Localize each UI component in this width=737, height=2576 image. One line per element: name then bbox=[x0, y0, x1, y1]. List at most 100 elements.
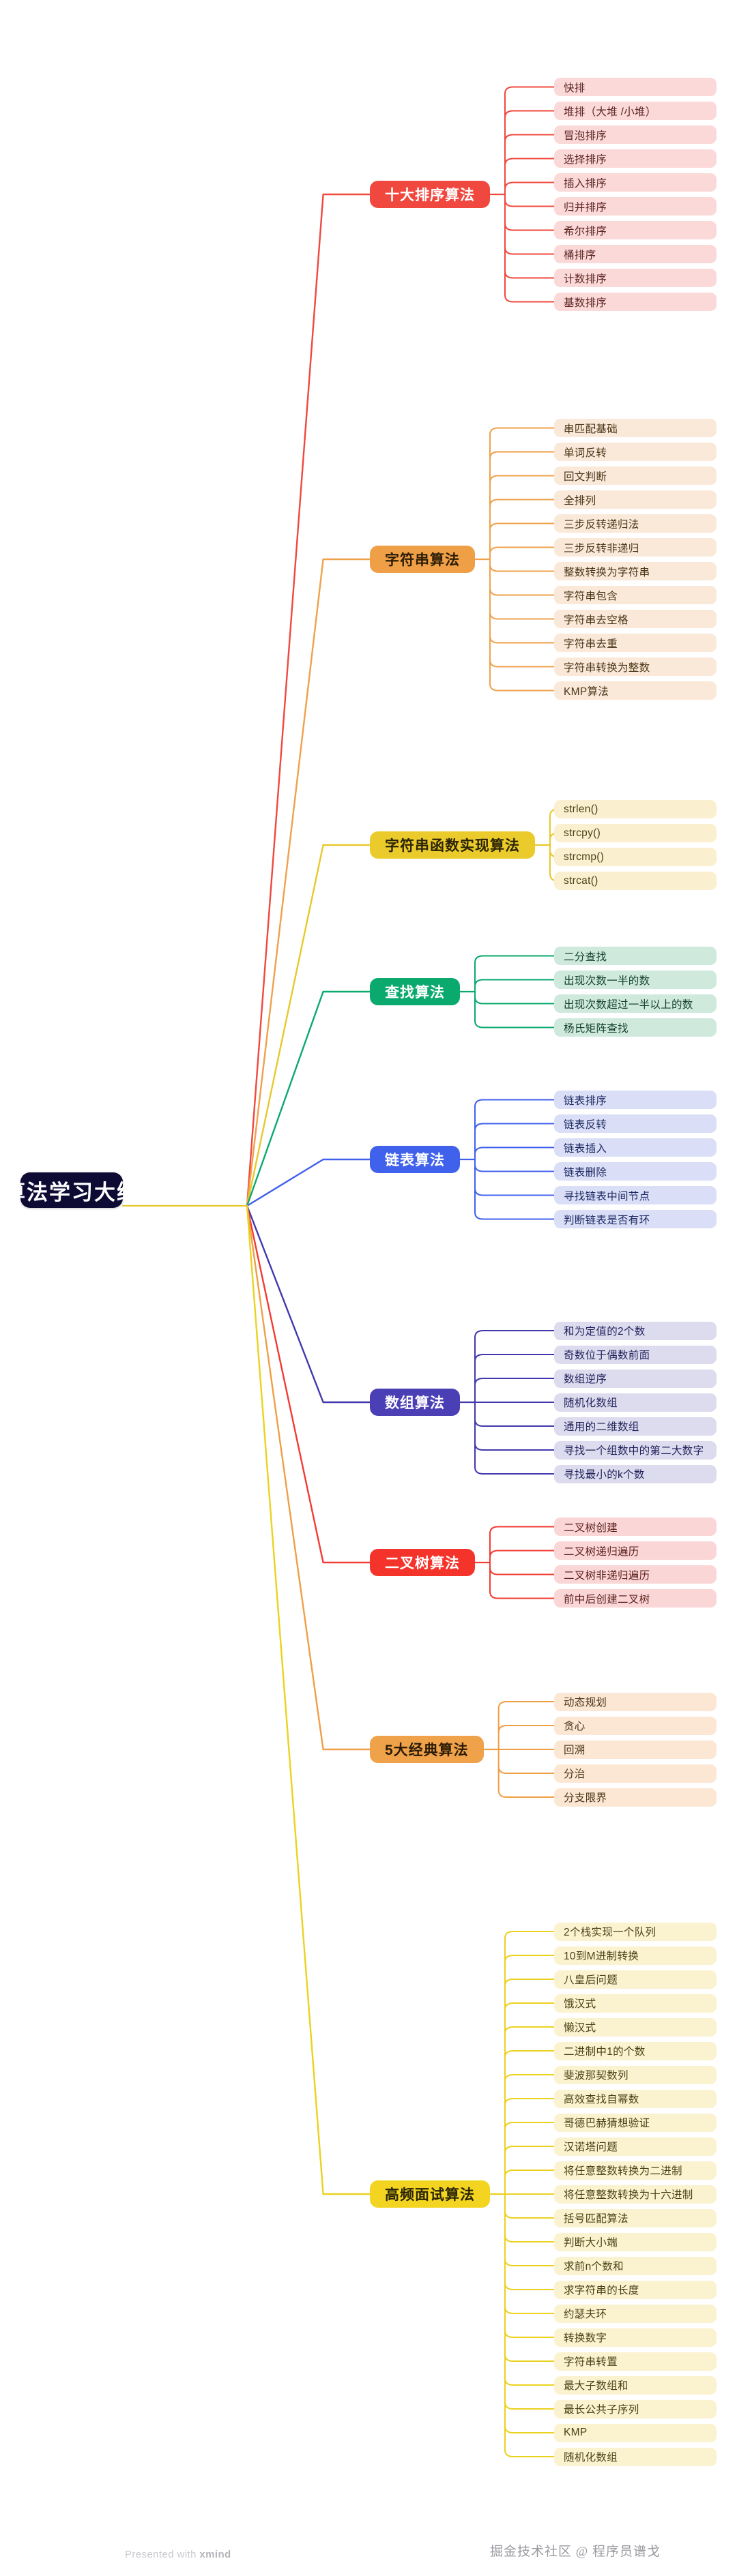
leaf-node[interactable]: 判断大小端 bbox=[554, 2232, 717, 2251]
leaf-node[interactable]: 字符串去空格 bbox=[554, 610, 717, 628]
branch-node-3[interactable]: 字符串函数实现算法 bbox=[370, 831, 535, 859]
leaf-node[interactable]: 通用的二维数组 bbox=[554, 1417, 717, 1436]
leaf-node[interactable]: 单词反转 bbox=[554, 443, 717, 461]
leaf-node[interactable]: strlen() bbox=[554, 800, 717, 818]
leaf-node[interactable]: 字符串去重 bbox=[554, 634, 717, 652]
branch-node-7[interactable]: 二叉树算法 bbox=[370, 1549, 475, 1576]
leaf-node[interactable]: 奇数位于偶数前面 bbox=[554, 1345, 717, 1364]
leaf-node[interactable]: 2个栈实现一个队列 bbox=[554, 1922, 717, 1941]
root-node[interactable]: 算法学习大纲 bbox=[4, 1172, 138, 1208]
leaf-node[interactable]: 饿汉式 bbox=[554, 1994, 717, 2013]
leaf-label: 和为定值的2个数 bbox=[564, 1326, 646, 1337]
leaf-node[interactable]: 整数转换为字符串 bbox=[554, 562, 717, 580]
leaf-node[interactable]: 将任意整数转换为十六进制 bbox=[554, 2185, 717, 2204]
leaf-node[interactable]: 最长公共子序列 bbox=[554, 2399, 717, 2418]
leaf-label: 堆排（大堆 /小堆） bbox=[564, 106, 656, 118]
leaf-node[interactable]: 链表反转 bbox=[554, 1114, 717, 1133]
leaf-label: 整数转换为字符串 bbox=[564, 566, 650, 578]
leaf-node[interactable]: 前中后创建二叉树 bbox=[554, 1589, 717, 1608]
leaf-node[interactable]: 出现次数一半的数 bbox=[554, 971, 717, 989]
leaf-node[interactable]: 寻找最小的k个数 bbox=[554, 1464, 717, 1483]
leaf-node[interactable]: 希尔排序 bbox=[554, 221, 717, 239]
leaf-node[interactable]: 括号匹配算法 bbox=[554, 2208, 717, 2227]
leaf-node[interactable]: strcmp() bbox=[554, 848, 717, 866]
leaf-node[interactable]: 字符串转置 bbox=[554, 2352, 717, 2371]
leaf-label: 字符串包含 bbox=[564, 590, 618, 602]
leaf-node[interactable]: 二叉树非递归遍历 bbox=[554, 1565, 717, 1584]
leaf-node[interactable]: 转换数字 bbox=[554, 2328, 717, 2347]
leaf-node[interactable]: 串匹配基础 bbox=[554, 419, 717, 437]
leaf-node[interactable]: 选择排序 bbox=[554, 149, 717, 168]
leaf-node[interactable]: 将任意整数转换为二进制 bbox=[554, 2161, 717, 2180]
leaf-node[interactable]: 二叉树创建 bbox=[554, 1518, 717, 1536]
leaf-node[interactable]: 求前n个数和 bbox=[554, 2256, 717, 2275]
leaf-node[interactable]: 约瑟夫环 bbox=[554, 2304, 717, 2323]
leaf-label: 二叉树递归遍历 bbox=[564, 1545, 639, 1558]
leaf-node[interactable]: 链表插入 bbox=[554, 1138, 717, 1157]
branch-node-2[interactable]: 字符串算法 bbox=[370, 546, 475, 573]
leaf-node[interactable]: 二分查找 bbox=[554, 947, 717, 965]
leaf-node[interactable]: 归并排序 bbox=[554, 197, 717, 216]
leaf-node[interactable]: 链表删除 bbox=[554, 1162, 717, 1181]
leaf-node[interactable]: 基数排序 bbox=[554, 293, 717, 311]
leaf-node[interactable]: strcpy() bbox=[554, 824, 717, 842]
leaf-node[interactable]: 杨氏矩阵查找 bbox=[554, 1018, 717, 1037]
leaf-node[interactable]: 分支限界 bbox=[554, 1788, 717, 1807]
leaf-node[interactable]: 计数排序 bbox=[554, 269, 717, 287]
leaf-node[interactable]: 分治 bbox=[554, 1764, 717, 1783]
leaf-node[interactable]: 链表排序 bbox=[554, 1091, 717, 1109]
leaf-node[interactable]: 全排列 bbox=[554, 490, 717, 509]
leaf-node[interactable]: 回溯 bbox=[554, 1740, 717, 1759]
leaf-label: 哥德巴赫猜想验证 bbox=[564, 2118, 650, 2129]
leaf-node[interactable]: 贪心 bbox=[554, 1716, 717, 1735]
branch-node-1[interactable]: 十大排序算法 bbox=[370, 181, 490, 208]
leaf-node[interactable]: 八皇后问题 bbox=[554, 1970, 717, 1989]
leaf-label: 数组逆序 bbox=[564, 1374, 607, 1385]
leaf-node[interactable]: 高效查找自幂数 bbox=[554, 2089, 717, 2108]
leaf-node[interactable]: 寻找一个组数中的第二大数字 bbox=[554, 1440, 717, 1460]
leaf-node[interactable]: 堆排（大堆 /小堆） bbox=[554, 102, 717, 120]
leaf-node[interactable]: 10到M进制转换 bbox=[554, 1946, 717, 1965]
leaf-label: 10到M进制转换 bbox=[564, 1951, 639, 1962]
leaf-node[interactable]: 二叉树递归遍历 bbox=[554, 1541, 717, 1560]
leaf-label: 通用的二维数组 bbox=[564, 1421, 639, 1433]
leaf-node[interactable]: 字符串转换为整数 bbox=[554, 657, 717, 676]
leaf-node[interactable]: KMP算法 bbox=[554, 681, 717, 700]
leaf-node[interactable]: 桶排序 bbox=[554, 245, 717, 263]
leaf-node[interactable]: 出现次数超过一半以上的数 bbox=[554, 994, 717, 1013]
leaf-node[interactable]: 随机化数组 bbox=[554, 1393, 717, 1412]
branch-node-8[interactable]: 5大经典算法 bbox=[370, 1736, 484, 1763]
branch-node-6[interactable]: 数组算法 bbox=[370, 1389, 460, 1416]
leaf-label: 三步反转递归法 bbox=[564, 518, 639, 531]
leaf-label: 基数排序 bbox=[564, 297, 607, 309]
leaf-label: 链表排序 bbox=[564, 1095, 607, 1107]
leaf-node[interactable]: 三步反转递归法 bbox=[554, 514, 717, 533]
leaf-label: 冒泡排序 bbox=[564, 130, 607, 142]
leaf-node[interactable]: 懒汉式 bbox=[554, 2017, 717, 2037]
leaf-node[interactable]: 最大子数组和 bbox=[554, 2375, 717, 2395]
branch-node-4[interactable]: 查找算法 bbox=[370, 978, 460, 1005]
leaf-node[interactable]: KMP bbox=[554, 2423, 717, 2442]
leaf-node[interactable]: strcat() bbox=[554, 872, 717, 890]
leaf-node[interactable]: 和为定值的2个数 bbox=[554, 1321, 717, 1340]
leaf-node[interactable]: 动态规划 bbox=[554, 1692, 717, 1711]
leaf-node[interactable]: 字符串包含 bbox=[554, 586, 717, 604]
leaf-node[interactable]: 快排 bbox=[554, 78, 717, 96]
leaf-label: 回文判断 bbox=[564, 471, 607, 483]
leaf-node[interactable]: 寻找链表中间节点 bbox=[554, 1186, 717, 1204]
leaf-node[interactable]: 求字符串的长度 bbox=[554, 2280, 717, 2299]
leaf-node[interactable]: 汉诺塔问题 bbox=[554, 2137, 717, 2156]
leaf-node[interactable]: 随机化数组 bbox=[554, 2447, 717, 2466]
leaf-node[interactable]: 数组逆序 bbox=[554, 1369, 717, 1388]
leaf-node[interactable]: 二进制中1的个数 bbox=[554, 2041, 717, 2060]
leaf-node[interactable]: 插入排序 bbox=[554, 173, 717, 192]
leaf-node[interactable]: 斐波那契数列 bbox=[554, 2065, 717, 2084]
branch-node-9[interactable]: 高频面试算法 bbox=[370, 2180, 490, 2208]
leaf-node[interactable]: 回文判断 bbox=[554, 467, 717, 485]
leaf-node[interactable]: 冒泡排序 bbox=[554, 125, 717, 144]
leaf-node[interactable]: 判断链表是否有环 bbox=[554, 1210, 717, 1228]
leaf-node[interactable]: 哥德巴赫猜想验证 bbox=[554, 2113, 717, 2132]
leaf-node[interactable]: 三步反转非递归 bbox=[554, 538, 717, 557]
leaf-label: 最大子数组和 bbox=[564, 2380, 628, 2392]
branch-node-5[interactable]: 链表算法 bbox=[370, 1146, 460, 1173]
